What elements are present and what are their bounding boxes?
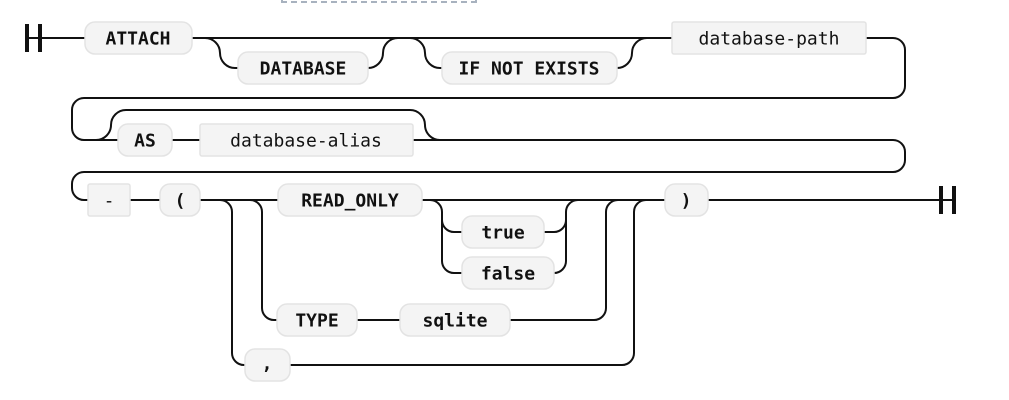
- keyword-database: DATABASE: [237, 51, 369, 85]
- keyword-open-paren-label: (: [175, 191, 186, 212]
- nonterminal-dash-box: [87, 183, 131, 217]
- type-branch-left: [249, 199, 277, 321]
- database-branch-out: [367, 37, 399, 69]
- type-branch-right: [510, 199, 619, 321]
- keyword-close-paren-box: [664, 183, 709, 217]
- wrap-row1-to-row2: [71, 37, 906, 141]
- ifnotexists-branch-out: [616, 37, 648, 69]
- keyword-as-label: AS: [134, 131, 156, 152]
- keyword-sqlite-label: sqlite: [422, 311, 487, 332]
- keyword-read-only-label: READ_ONLY: [301, 191, 399, 212]
- keyword-true-label: true: [481, 223, 525, 244]
- keyword-close-paren-label: ): [681, 191, 692, 212]
- keyword-read-only-box: [277, 183, 423, 217]
- keyword-read-only: READ_ONLY: [277, 183, 423, 217]
- false-branch-in: [441, 220, 462, 274]
- keyword-false: false: [461, 256, 555, 290]
- keyword-type-label: TYPE: [295, 311, 338, 332]
- keyword-attach-label: ATTACH: [105, 29, 170, 50]
- keyword-comma-label: ,: [262, 354, 273, 375]
- clipped-dashed-outline: [281, 0, 477, 3]
- keyword-comma-box: [244, 348, 291, 382]
- keyword-database-box: [237, 51, 369, 85]
- keyword-type: TYPE: [276, 303, 358, 337]
- nonterminal-database-alias-box: [199, 123, 414, 157]
- nonterminal-database-alias: database-alias: [199, 123, 414, 157]
- true-branch-out: [544, 199, 579, 233]
- nonterminal-database-alias-label: database-alias: [230, 131, 382, 152]
- keyword-attach-box: [84, 21, 193, 55]
- nodes: ATTACH DATABASE IF NOT EXISTS database-p…: [84, 21, 867, 382]
- ifnotexists-branch-in: [409, 37, 442, 69]
- nonterminal-database-path: database-path: [671, 21, 867, 55]
- comma-loop-right: [290, 199, 647, 366]
- keyword-open-paren: (: [159, 183, 201, 217]
- keyword-attach: ATTACH: [84, 21, 193, 55]
- nonterminal-database-path-box: [671, 21, 867, 55]
- keyword-if-not-exists-box: [441, 51, 618, 85]
- keyword-if-not-exists: IF NOT EXISTS: [441, 51, 618, 85]
- comma-loop-left: [219, 199, 245, 366]
- keyword-sqlite: sqlite: [399, 303, 511, 337]
- keyword-false-label: false: [481, 264, 535, 285]
- keyword-as-box: [117, 123, 173, 157]
- keyword-true-box: [461, 215, 545, 249]
- keyword-as: AS: [117, 123, 173, 157]
- keyword-database-label: DATABASE: [260, 59, 347, 80]
- keyword-true: true: [461, 215, 545, 249]
- nonterminal-dash-label: -: [104, 191, 115, 212]
- as-skip-arc: [95, 109, 441, 141]
- wrap-row2-to-row3: [71, 139, 906, 201]
- true-branch-in: [429, 199, 462, 233]
- keyword-open-paren-box: [159, 183, 201, 217]
- nonterminal-database-path-label: database-path: [699, 29, 840, 50]
- keyword-sqlite-box: [399, 303, 511, 337]
- database-branch-in: [204, 37, 238, 69]
- keyword-if-not-exists-label: IF NOT EXISTS: [459, 59, 600, 80]
- keyword-false-box: [461, 256, 555, 290]
- keyword-comma: ,: [244, 348, 291, 382]
- false-branch-out: [553, 220, 567, 274]
- keyword-close-paren: ): [664, 183, 709, 217]
- keyword-type-box: [276, 303, 358, 337]
- nonterminal-dash: -: [87, 183, 131, 217]
